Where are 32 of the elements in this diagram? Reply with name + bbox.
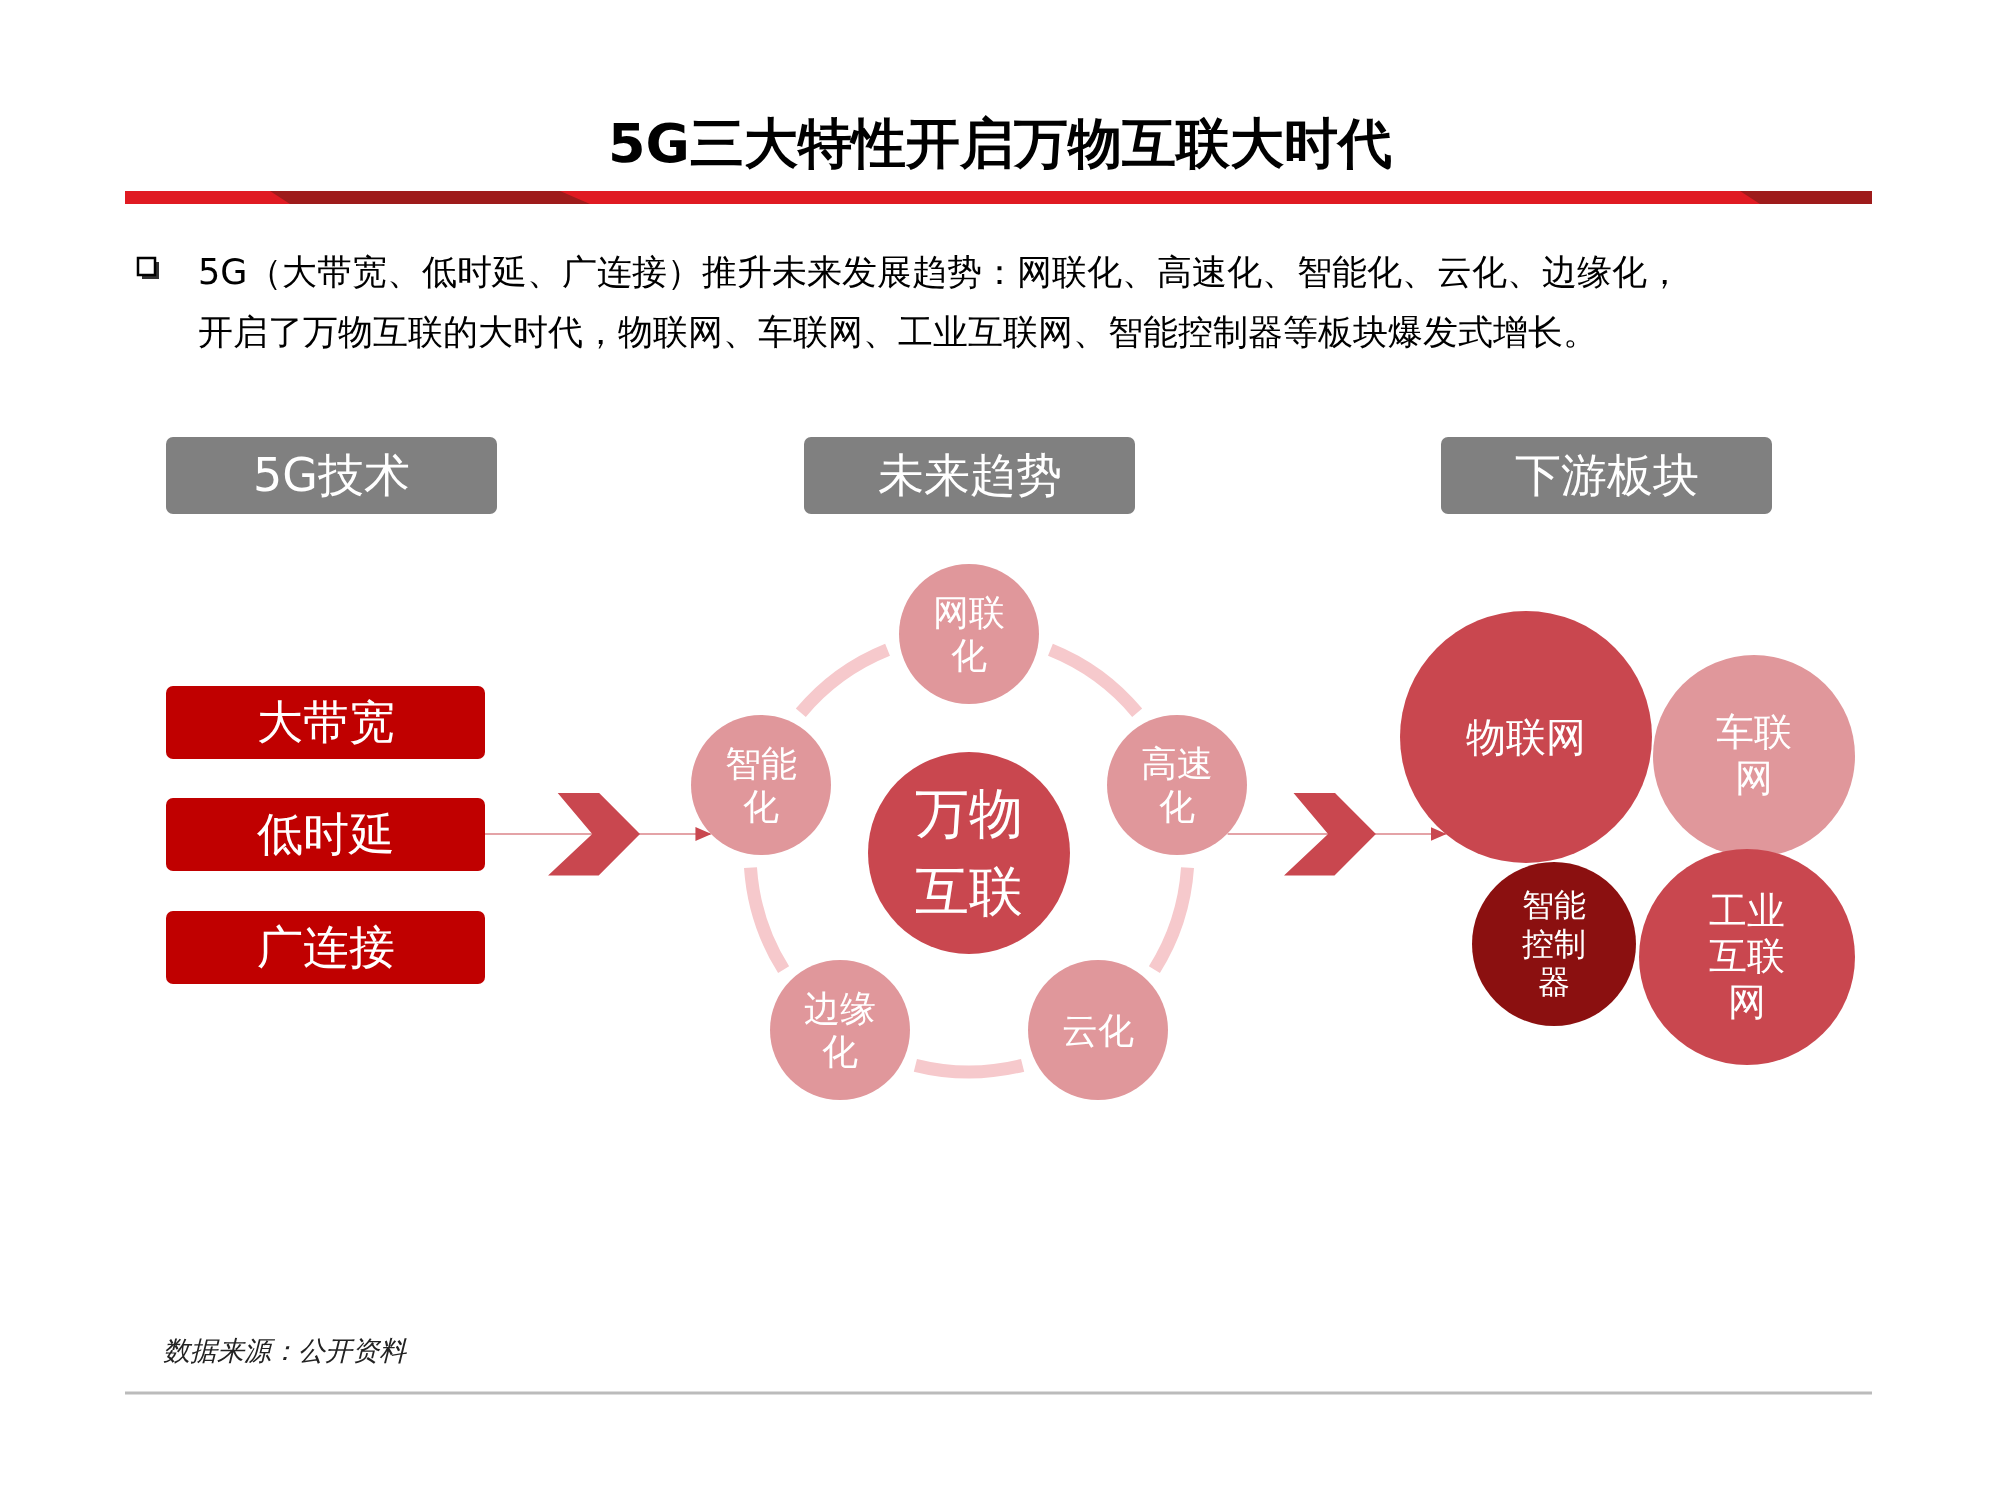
feature-box [166,911,485,984]
header-text: 未来趋势 [877,447,1062,504]
circle-text: 边缘化 [803,987,878,1074]
chevron-arrow [1226,793,1447,876]
circle-text: 工业互联网 [1708,888,1786,1026]
source-note: 数据来源：公开资料 [163,1334,408,1368]
ring-connector [744,866,790,973]
circle-text: 网联化 [932,590,1006,678]
feature-text: 广连接 [256,919,395,976]
ring-connector [796,643,891,718]
circle-text: 物联网 [1466,713,1586,761]
feature-box [166,798,485,871]
header-box [1441,437,1772,514]
feature-box [166,686,485,759]
circle-text: 高速化 [1140,742,1215,829]
circle-text: 万物互联 [914,780,1024,925]
header-box [166,437,497,514]
circle-text: 智能控制器 [1521,886,1587,1002]
circle-text: 车联网 [1715,710,1793,802]
chevron-arrow [484,793,712,876]
ring-connector [914,1058,1024,1079]
feature-text: 大带宽 [256,694,395,751]
bullet-text: 5G（大带宽、低时延、广连接）推升未来发展趋势：网联化、高速化、智能化、云化、边缘化，开启了万物互联的大时代，物联网、车联网、工业互联网、智能控制器等板块爆发式增长。 [198,251,1684,354]
circle-text: 智能化 [723,742,798,829]
header-text: 下游板块 [1514,447,1699,504]
header-box [804,437,1135,514]
title: 5G三大特性开启万物互联大时代 [607,111,1393,177]
ring-connector [1148,866,1194,973]
feature-text: 低时延 [256,806,395,863]
header-text: 5G技术 [253,447,410,504]
ring-connector [1047,643,1142,718]
circle-text: 云化 [1061,1008,1134,1052]
